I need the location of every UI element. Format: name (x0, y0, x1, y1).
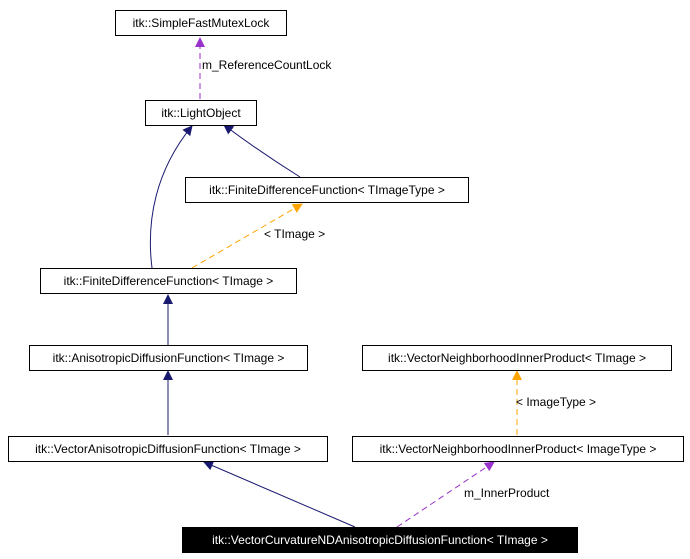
edge-label-reference-count-lock: m_ReferenceCountLock (202, 58, 332, 72)
edge-label-template-timage: < TImage > (264, 227, 326, 241)
node-label: itk::FiniteDifferenceFunction< TImageTyp… (209, 183, 445, 197)
edge-vcnd-to-vadf (203, 460, 356, 528)
edge-fdf-timagetype-to-lightobject (223, 124, 301, 178)
node-label: itk::VectorNeighborhoodInnerProduct< TIm… (388, 351, 646, 365)
node-vector-anisotropic-diffusion-function[interactable]: itk::VectorAnisotropicDiffusionFunction<… (8, 436, 328, 462)
node-simple-fast-mutex-lock[interactable]: itk::SimpleFastMutexLock (115, 10, 287, 36)
node-label: itk::SimpleFastMutexLock (132, 16, 270, 30)
edge-label-template-imagetype: < ImageType > (516, 395, 597, 409)
node-finite-difference-function-timage[interactable]: itk::FiniteDifferenceFunction< TImage > (40, 268, 297, 294)
node-vector-neighborhood-inner-product-imagetype[interactable]: itk::VectorNeighborhoodInnerProduct< Ima… (352, 436, 684, 462)
node-label: itk::VectorAnisotropicDiffusionFunction<… (35, 442, 301, 456)
edge-label-inner-product: m_InnerProduct (464, 486, 550, 500)
node-vector-neighborhood-inner-product-timage[interactable]: itk::VectorNeighborhoodInnerProduct< TIm… (362, 345, 672, 371)
node-label: itk::LightObject (161, 106, 241, 120)
node-label: itk::AnisotropicDiffusionFunction< TImag… (52, 351, 285, 365)
edge-template-timage (191, 203, 303, 269)
node-finite-difference-function-timagetype[interactable]: itk::FiniteDifferenceFunction< TImageTyp… (185, 177, 469, 203)
node-light-object[interactable]: itk::LightObject (145, 100, 257, 126)
node-label: itk::FiniteDifferenceFunction< TImage > (63, 274, 274, 288)
node-label: itk::VectorCurvatureNDAnisotropicDiffusi… (212, 533, 548, 547)
node-vector-curvature-nd-anisotropic-diffusion-function[interactable]: itk::VectorCurvatureNDAnisotropicDiffusi… (182, 527, 578, 553)
node-anisotropic-diffusion-function[interactable]: itk::AnisotropicDiffusionFunction< TImag… (29, 345, 308, 371)
edge-fdf-timage-to-lightobject (149, 125, 193, 269)
node-label: itk::VectorNeighborhoodInnerProduct< Ima… (379, 442, 657, 456)
